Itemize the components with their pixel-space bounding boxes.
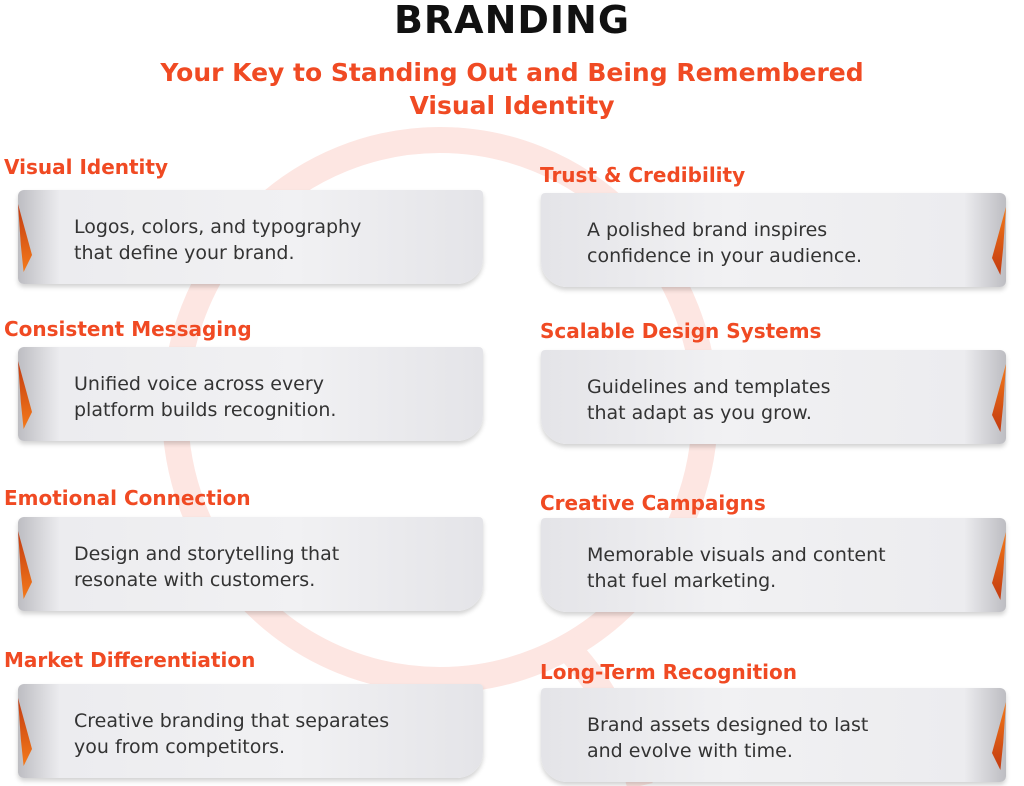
page-curl-icon bbox=[18, 361, 32, 429]
page-curl-icon bbox=[992, 364, 1006, 432]
card-consistent-messaging: Unified voice across every platform build… bbox=[18, 347, 483, 441]
page-curl-icon bbox=[18, 531, 32, 599]
card-text-line: platform builds recognition. bbox=[74, 399, 337, 421]
card-text-line: Creative branding that separates bbox=[74, 710, 390, 732]
card-text-line: and evolve with time. bbox=[587, 740, 793, 762]
item-title-scalable-design-systems: Scalable Design Systems bbox=[540, 319, 822, 343]
page-title: BRANDING bbox=[393, 0, 631, 42]
page-curl-icon bbox=[992, 702, 1006, 770]
card-creative-campaigns: Memorable visuals and content that fuel m… bbox=[541, 518, 1006, 612]
page-curl-icon bbox=[18, 204, 32, 272]
card-text-line: that adapt as you grow. bbox=[587, 402, 812, 424]
card-text-line: that define your brand. bbox=[74, 242, 295, 264]
item-title-visual-identity: Visual Identity bbox=[4, 155, 169, 179]
card-long-term-recognition: Brand assets designed to last and evolve … bbox=[541, 688, 1006, 782]
card-visual-identity: Logos, colors, and typography that define… bbox=[18, 190, 483, 284]
page-curl-icon bbox=[992, 532, 1006, 600]
card-text-line: Design and storytelling that bbox=[74, 543, 340, 565]
card-text-line: A polished brand inspires bbox=[587, 219, 828, 241]
card-text-line: Logos, colors, and typography bbox=[74, 216, 362, 238]
card-text-line: Brand assets designed to last bbox=[587, 714, 869, 736]
card-text-line: you from competitors. bbox=[74, 736, 286, 758]
item-title-market-differentiation: Market Differentiation bbox=[4, 648, 256, 672]
card-text-line: Guidelines and templates bbox=[587, 376, 831, 398]
card-text-line: Memorable visuals and content bbox=[587, 544, 886, 566]
card-trust-credibility: A polished brand inspires confidence in y… bbox=[541, 193, 1006, 287]
card-emotional-connection: Design and storytelling that resonate wit… bbox=[18, 517, 483, 611]
page-curl-icon bbox=[992, 207, 1006, 275]
item-title-creative-campaigns: Creative Campaigns bbox=[540, 491, 766, 515]
card-market-differentiation: Creative branding that separates you from… bbox=[18, 684, 483, 778]
card-text-line: that fuel marketing. bbox=[587, 570, 777, 592]
page-curl-icon bbox=[18, 698, 32, 766]
subtitle-line2: Visual Identity bbox=[409, 91, 615, 120]
item-title-emotional-connection: Emotional Connection bbox=[4, 486, 251, 510]
item-title-consistent-messaging: Consistent Messaging bbox=[4, 317, 252, 341]
subtitle-line1: Your Key to Standing Out and Being Remem… bbox=[160, 58, 864, 87]
card-scalable-design-systems: Guidelines and templates that adapt as yo… bbox=[541, 350, 1006, 444]
item-title-trust-credibility: Trust & Credibility bbox=[540, 163, 746, 187]
card-text-line: confidence in your audience. bbox=[587, 245, 863, 267]
card-text-line: resonate with customers. bbox=[74, 569, 316, 591]
card-text-line: Unified voice across every bbox=[74, 373, 324, 395]
item-title-long-term-recognition: Long-Term Recognition bbox=[540, 660, 797, 684]
